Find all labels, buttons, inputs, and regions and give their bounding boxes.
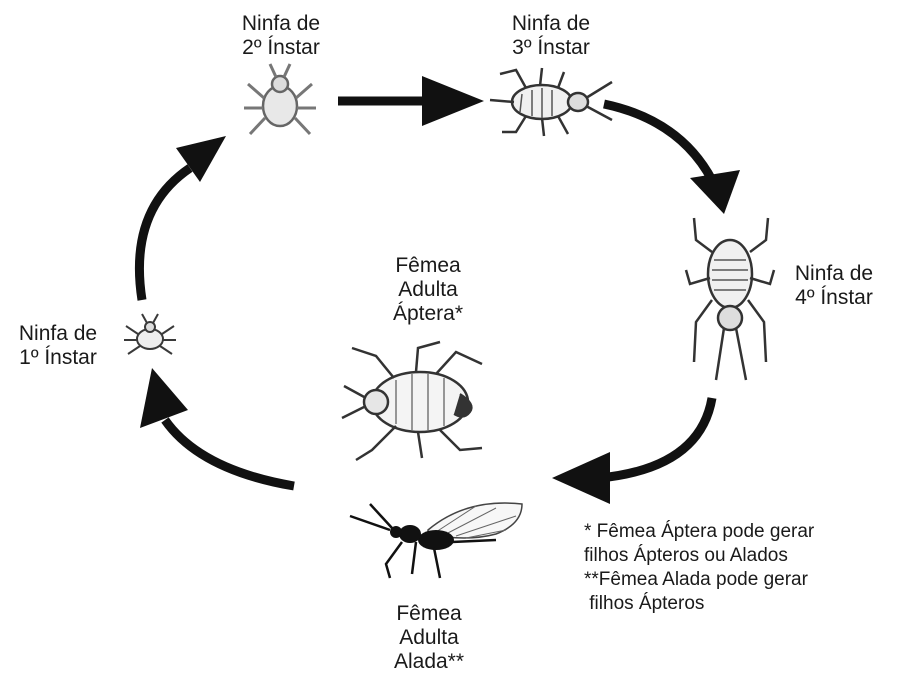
footnotes: * Fêmea Áptera pode gerar filhos Ápteros… bbox=[584, 520, 894, 616]
nymph-2nd-instar-illustration bbox=[240, 62, 322, 146]
label-nymph-1st-instar: Ninfa de 1º Ínstar bbox=[0, 322, 116, 370]
label-line: Ninfa de bbox=[218, 12, 344, 36]
label-nymph-4th-instar: Ninfa de 4º Ínstar bbox=[774, 262, 894, 310]
arrow-3rd-to-4th bbox=[604, 104, 740, 214]
footnote-line: filhos Ápteros bbox=[584, 592, 894, 616]
label-line: 1º Ínstar bbox=[0, 346, 116, 370]
label-line: 2º Ínstar bbox=[218, 36, 344, 60]
label-line: Ninfa de bbox=[488, 12, 614, 36]
label-line: 3º Ínstar bbox=[488, 36, 614, 60]
label-nymph-2nd-instar: Ninfa de 2º Ínstar bbox=[218, 12, 344, 60]
label-apterous-female: Fêmea Adulta Áptera* bbox=[366, 254, 490, 326]
arrow-1st-to-2nd bbox=[139, 136, 226, 300]
arrow-adults-to-1st bbox=[140, 368, 294, 486]
apterous-female-illustration bbox=[336, 340, 492, 470]
label-line: Áptera* bbox=[366, 302, 490, 326]
label-line: Fêmea bbox=[374, 602, 484, 626]
footnote-line: filhos Ápteros ou Alados bbox=[584, 544, 894, 568]
arrow-2nd-to-3rd bbox=[338, 76, 484, 126]
nymph-3rd-instar-illustration bbox=[480, 62, 620, 140]
label-line: Fêmea bbox=[366, 254, 490, 278]
footnote-line: **Fêmea Alada pode gerar bbox=[584, 568, 894, 592]
winged-female-illustration bbox=[346, 494, 526, 582]
footnote-line: * Fêmea Áptera pode gerar bbox=[584, 520, 894, 544]
label-line: 4º Ínstar bbox=[774, 286, 894, 310]
label-line: Ninfa de bbox=[0, 322, 116, 346]
label-line: Adulta bbox=[374, 626, 484, 650]
arrow-4th-to-adults bbox=[552, 398, 712, 504]
nymph-1st-instar-illustration bbox=[118, 312, 182, 362]
label-nymph-3rd-instar: Ninfa de 3º Ínstar bbox=[488, 12, 614, 60]
label-line: Adulta bbox=[366, 278, 490, 302]
label-line: Alada** bbox=[374, 650, 484, 674]
label-winged-female: Fêmea Adulta Alada** bbox=[374, 602, 484, 674]
nymph-4th-instar-illustration bbox=[676, 212, 786, 384]
label-line: Ninfa de bbox=[774, 262, 894, 286]
